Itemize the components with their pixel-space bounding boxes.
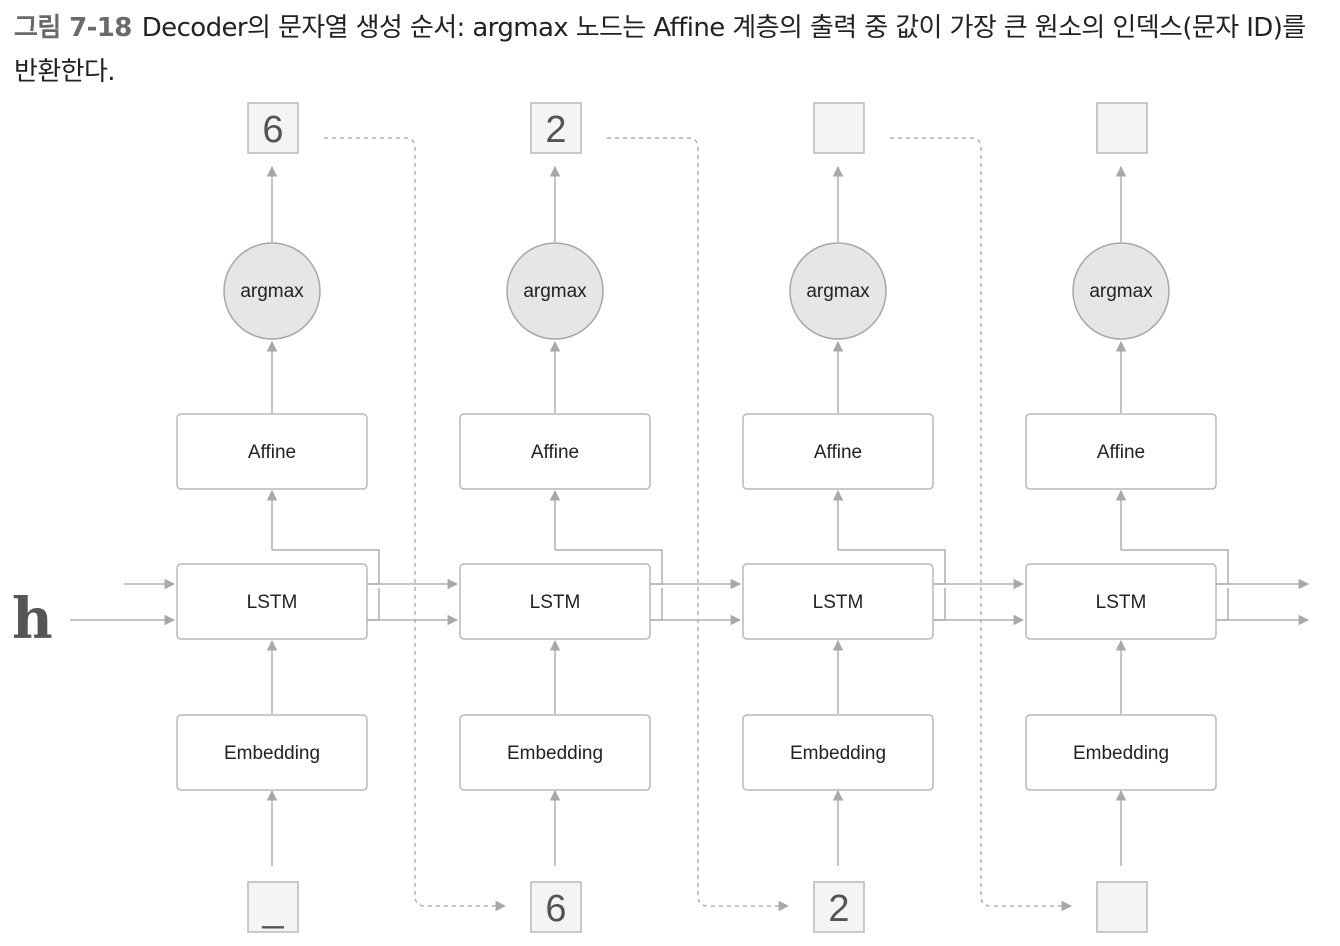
input-token-box	[530, 881, 582, 933]
embedding-label: Embedding	[1073, 743, 1169, 764]
connectors	[70, 137, 1310, 912]
output-token: 6	[262, 109, 283, 151]
timestep-2: Embedding LSTM Affine argmax 2 6	[459, 102, 651, 933]
feedback-arrow	[890, 137, 1073, 912]
embedding-label: Embedding	[790, 743, 886, 764]
argmax-label: argmax	[1089, 281, 1153, 302]
argmax-node	[1072, 242, 1170, 340]
affine-label: Affine	[531, 442, 579, 463]
input-token-box	[247, 881, 299, 933]
embedding-label: Embedding	[507, 743, 603, 764]
lstm-label: LSTM	[1096, 592, 1147, 613]
caption-text: Decoder의 문자열 생성 순서: argmax 노드는 Affine 계층…	[14, 13, 1306, 87]
lstm-branch-bottom	[367, 588, 380, 621]
output-token-box	[530, 102, 582, 154]
lstm-box	[1025, 563, 1217, 640]
lstm-label: LSTM	[247, 592, 298, 613]
input-token: _	[261, 888, 284, 930]
input-token-box	[1096, 881, 1148, 933]
embedding-box	[742, 714, 934, 791]
affine-label: Affine	[1097, 442, 1145, 463]
lstm-branch-bottom	[1216, 588, 1229, 621]
argmax-node	[789, 242, 887, 340]
feedback-arrow	[324, 137, 507, 912]
embedding-box	[1025, 714, 1217, 791]
nodes: Embedding LSTM Affine argmax 6 _ Embedding LSTM…	[176, 102, 1217, 933]
embedding-box	[459, 714, 651, 791]
lstm-box	[176, 563, 368, 640]
argmax-label: argmax	[240, 281, 304, 302]
embedding-label: Embedding	[224, 743, 320, 764]
affine-box	[1025, 413, 1217, 490]
hidden-state-label: h	[12, 586, 53, 652]
affine-label: Affine	[814, 442, 862, 463]
affine-label: Affine	[248, 442, 296, 463]
timestep-4: Embedding LSTM Affine argmax	[1025, 102, 1217, 933]
affine-box	[459, 413, 651, 490]
lstm-label: LSTM	[813, 592, 864, 613]
lstm-box	[742, 563, 934, 640]
lstm-label: LSTM	[530, 592, 581, 613]
argmax-node	[223, 242, 321, 340]
lstm-branch-bottom	[933, 588, 946, 621]
affine-box	[742, 413, 934, 490]
timestep-1: Embedding LSTM Affine argmax 6 _	[176, 102, 368, 933]
argmax-label: argmax	[523, 281, 587, 302]
input-token: 2	[828, 888, 849, 930]
lstm-branch-bottom	[650, 588, 663, 621]
affine-box	[176, 413, 368, 490]
output-token: 2	[545, 109, 566, 151]
figure-number: 그림 7-18	[14, 13, 132, 43]
input-token-box	[813, 881, 865, 933]
feedback-arrow	[607, 137, 790, 912]
input-token: 6	[545, 888, 566, 930]
argmax-node	[506, 242, 604, 340]
argmax-label: argmax	[806, 281, 870, 302]
output-token-box	[247, 102, 299, 154]
timestep-3: Embedding LSTM Affine argmax 2	[742, 102, 934, 933]
output-token-box	[1096, 102, 1148, 154]
lstm-box	[459, 563, 651, 640]
embedding-box	[176, 714, 368, 791]
output-token-box	[813, 102, 865, 154]
